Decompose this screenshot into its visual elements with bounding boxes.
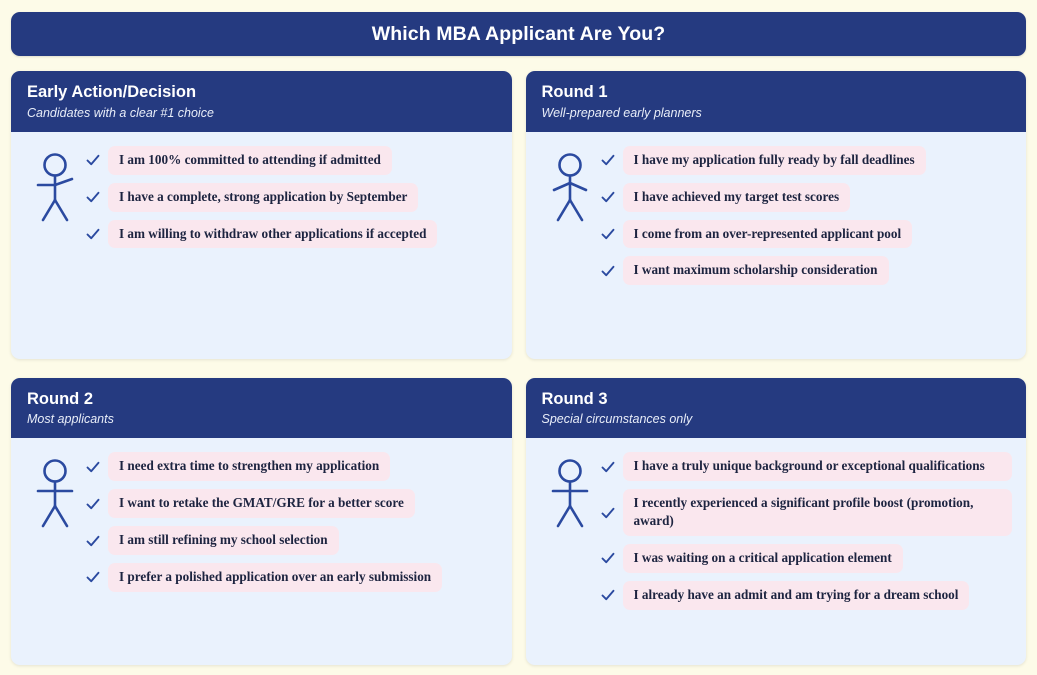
list-item[interactable]: I am 100% committed to attending if admi… (85, 145, 498, 175)
card-title: Early Action/Decision (27, 83, 197, 101)
list-item[interactable]: I was waiting on a critical application … (600, 543, 1013, 573)
check-icon (86, 461, 100, 473)
card-header-round-1: Round 1 Well-prepared early planners (525, 71, 1026, 132)
card-subtitle: Special circumstances only (541, 412, 693, 427)
card-round-2[interactable]: Round 2 Most applicants I need extra tim… (11, 377, 512, 665)
criteria-chip: I am willing to withdraw other applicati… (108, 219, 438, 249)
card-body-early-action-decision: I am 100% committed to attending if admi… (11, 132, 512, 359)
check-icon (86, 155, 100, 166)
figure-wrap (25, 452, 85, 532)
criteria-list: I have a truly unique background or exce… (600, 452, 1013, 610)
check-icon (86, 572, 100, 583)
stick-figure-arms-out-icon (551, 459, 588, 528)
card-header-early-action-decision: Early Action/Decision Candidates with a … (11, 71, 512, 132)
criteria-list: I have my application fully ready by fal… (600, 145, 1013, 286)
check-icon (601, 589, 614, 601)
check-icon (601, 461, 614, 473)
card-title: Round 3 (541, 389, 608, 408)
criteria-chip: I recently experienced a significant pro… (622, 489, 1012, 536)
card-early-action-decision[interactable]: Early Action/Decision Candidates with a … (11, 71, 512, 359)
criteria-chip: I have a truly unique background or exce… (622, 452, 1012, 482)
list-item[interactable]: I am willing to withdraw other applicati… (85, 219, 498, 249)
check-icon (86, 228, 100, 240)
card-title: Round 2 (27, 389, 93, 408)
list-item[interactable]: I am still refining my school selection (85, 526, 498, 555)
card-header-round-3: Round 3 Special circumstances only (525, 377, 1026, 439)
criteria-chip: I am still refining my school selection (108, 526, 339, 555)
criteria-chip: I have a complete, strong application by… (108, 182, 419, 212)
figure-wrap (540, 452, 600, 532)
check-icon (601, 155, 614, 166)
criteria-list: I need extra time to strengthen my appli… (85, 452, 498, 592)
check-icon (601, 228, 614, 240)
check-icon (601, 553, 614, 564)
list-item[interactable]: I have a truly unique background or exce… (600, 452, 1012, 482)
list-item[interactable]: I prefer a polished application over an … (85, 562, 498, 592)
criteria-chip: I have my application fully ready by fal… (622, 145, 926, 175)
criteria-chip: I prefer a polished application over an … (108, 562, 443, 592)
criteria-chip: I want to retake the GMAT/GRE for a bett… (108, 489, 415, 519)
criteria-chip: I was waiting on a critical application … (622, 543, 903, 573)
card-header-round-2: Round 2 Most applicants (11, 377, 512, 439)
card-body-round-2: I need extra time to strengthen my appli… (11, 438, 512, 665)
card-round-1[interactable]: Round 1 Well-prepared early planners I h… (525, 71, 1027, 359)
criteria-chip: I want maximum scholarship consideration (622, 256, 889, 286)
criteria-list: I am 100% committed to attending if admi… (85, 145, 498, 249)
page-title-banner: Which MBA Applicant Are You? (11, 12, 1026, 56)
criteria-chip: I need extra time to strengthen my appli… (108, 452, 391, 482)
list-item[interactable]: I have my application fully ready by fal… (600, 145, 1013, 175)
list-item[interactable]: I have achieved my target test scores (600, 182, 1013, 212)
list-item[interactable]: I have a complete, strong application by… (85, 182, 498, 212)
figure-wrap (540, 146, 600, 226)
applicant-card-grid: Early Action/Decision Candidates with a … (11, 71, 1026, 665)
list-item[interactable]: I need extra time to strengthen my appli… (85, 452, 498, 482)
criteria-chip: I have achieved my target test scores (622, 182, 851, 212)
stick-figure-one-arm-raised-icon (36, 153, 74, 222)
stick-figure-arms-down-icon (552, 153, 587, 222)
stick-figure-arms-out-icon (36, 459, 74, 528)
card-subtitle: Well-prepared early planners (541, 105, 702, 120)
card-body-round-3: I have a truly unique background or exce… (526, 438, 1027, 665)
card-title: Round 1 (541, 83, 608, 101)
check-icon (86, 535, 100, 546)
check-icon (601, 265, 614, 276)
criteria-chip: I already have an admit and am trying fo… (622, 580, 970, 610)
card-subtitle: Most applicants (27, 412, 114, 427)
card-subtitle: Candidates with a clear #1 choice (27, 105, 214, 120)
list-item[interactable]: I come from an over-represented applican… (600, 219, 1013, 249)
list-item[interactable]: I already have an admit and am trying fo… (600, 580, 1013, 610)
check-icon (86, 498, 100, 509)
figure-wrap (25, 146, 85, 226)
check-icon (601, 192, 614, 203)
card-round-3[interactable]: Round 3 Special circumstances only I hav… (525, 377, 1027, 665)
criteria-chip: I come from an over-represented applican… (622, 219, 913, 249)
list-item[interactable]: I want to retake the GMAT/GRE for a bett… (85, 489, 498, 519)
card-body-round-1: I have my application fully ready by fal… (526, 132, 1027, 359)
list-item[interactable]: I recently experienced a significant pro… (600, 489, 1012, 536)
check-icon (86, 192, 100, 203)
page-title: Which MBA Applicant Are You? (371, 22, 666, 45)
check-icon (601, 507, 614, 518)
list-item[interactable]: I want maximum scholarship consideration (600, 256, 1013, 286)
criteria-chip: I am 100% committed to attending if admi… (108, 145, 392, 175)
